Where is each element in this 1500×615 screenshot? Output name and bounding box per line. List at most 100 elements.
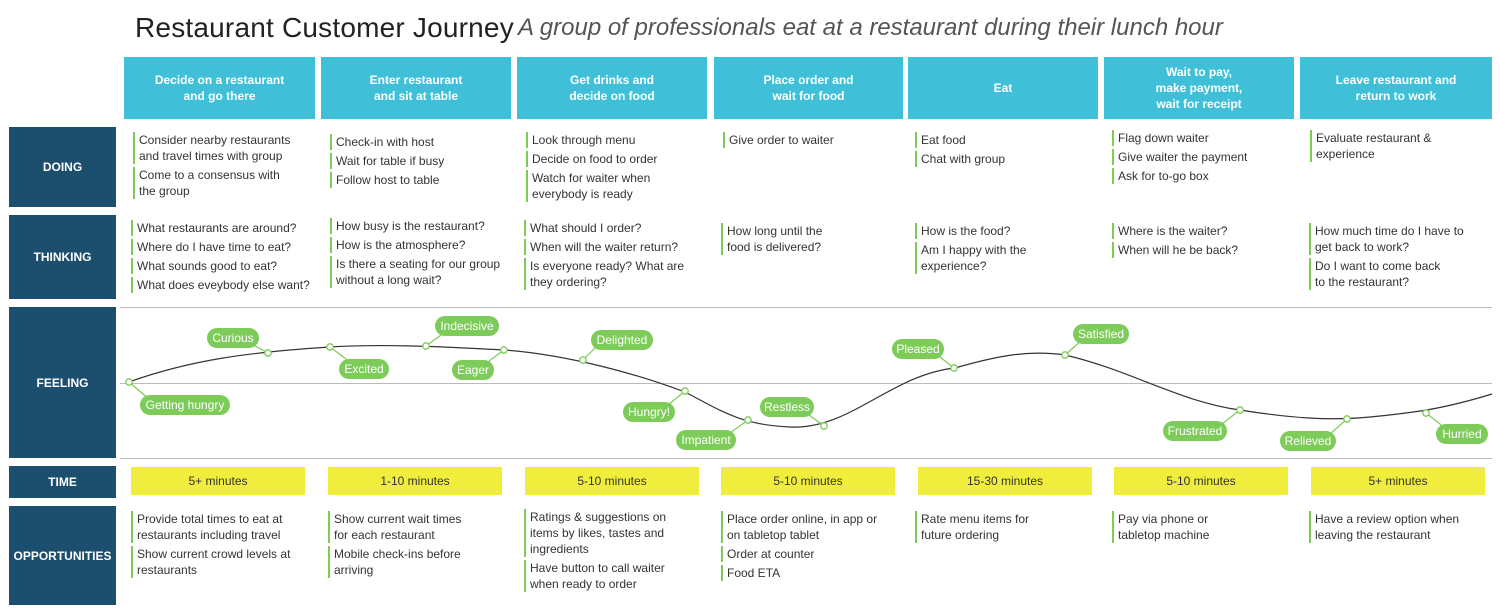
thinking-cell: How much time do I have to get back to w… xyxy=(1309,223,1497,293)
stage-header: Eat xyxy=(908,57,1098,119)
feeling-label: Excited xyxy=(344,362,383,376)
row-label-opportunities: OPPORTUNITIES xyxy=(9,506,116,605)
list-item: What does eveybody else want? xyxy=(131,277,319,293)
feeling-pill: Eager xyxy=(452,360,494,380)
divider xyxy=(120,307,1492,308)
list-item: Follow host to table xyxy=(330,172,515,188)
list-item: Have a review option when leaving the re… xyxy=(1309,511,1497,543)
feeling-label: Hungry! xyxy=(628,405,670,419)
feeling-label: Getting hungry xyxy=(146,398,225,412)
thinking-cell: How long until the food is delivered? xyxy=(721,223,909,258)
time-badge: 5+ minutes xyxy=(131,467,305,495)
feeling-point xyxy=(744,416,752,424)
feeling-point xyxy=(1061,351,1069,359)
list-item: When will he be back? xyxy=(1112,242,1300,258)
doing-cell: Give order to waiter xyxy=(723,132,908,151)
feeling-pill: Getting hungry xyxy=(140,395,230,415)
list-item: When will the waiter return? xyxy=(524,239,712,255)
feeling-label: Indecisive xyxy=(440,319,494,333)
feeling-label: Delighted xyxy=(597,333,648,347)
opportunities-cell: Pay via phone or tabletop machine xyxy=(1112,511,1300,546)
feeling-pill: Impatient xyxy=(676,430,736,450)
list-item: Where do I have time to eat? xyxy=(131,239,319,255)
feeling-pill: Relieved xyxy=(1280,431,1336,451)
feeling-pill: Indecisive xyxy=(435,316,499,336)
page-subtitle: A group of professionals eat at a restau… xyxy=(518,14,1223,41)
feeling-label: Eager xyxy=(457,363,489,377)
doing-cell: Check-in with host Wait for table if bus… xyxy=(330,134,515,191)
feeling-pill: Restless xyxy=(760,397,814,417)
list-item: Flag down waiter xyxy=(1112,130,1297,146)
list-item: Wait for table if busy xyxy=(330,153,515,169)
time-badge: 1-10 minutes xyxy=(328,467,502,495)
feeling-label: Curious xyxy=(212,331,253,345)
feeling-point xyxy=(125,378,133,386)
list-item: How busy is the restaurant? xyxy=(330,218,518,234)
list-item: Chat with group xyxy=(915,151,1100,167)
stage-header: Place order and wait for food xyxy=(714,57,903,119)
feeling-point xyxy=(820,422,828,430)
list-item: Decide on food to order xyxy=(526,151,711,167)
doing-cell: Evaluate restaurant & experience xyxy=(1310,130,1495,165)
thinking-cell: Where is the waiter? When will he be bac… xyxy=(1112,223,1300,261)
list-item: Give waiter the payment xyxy=(1112,149,1297,165)
feeling-point xyxy=(500,346,508,354)
list-item: Show current crowd levels at restaurants xyxy=(131,546,319,578)
list-item: Come to a consensus with the group xyxy=(133,167,318,199)
list-item: Food ETA xyxy=(721,565,909,581)
list-item: How is the food? xyxy=(915,223,1103,239)
list-item: Is everyone ready? What are they orderin… xyxy=(524,258,712,290)
thinking-cell: What restaurants are around? Where do I … xyxy=(131,220,319,296)
list-item: What should I order? xyxy=(524,220,712,236)
time-badge: 5-10 minutes xyxy=(721,467,895,495)
feeling-point xyxy=(326,343,334,351)
doing-cell: Consider nearby restaurants and travel t… xyxy=(133,132,318,202)
list-item: How is the atmosphere? xyxy=(330,237,518,253)
opportunities-cell: Show current wait times for each restaur… xyxy=(328,511,516,581)
stage-header: Get drinks and decide on food xyxy=(517,57,707,119)
row-label-doing: DOING xyxy=(9,127,116,207)
list-item: What restaurants are around? xyxy=(131,220,319,236)
list-item: Check-in with host xyxy=(330,134,515,150)
feeling-pill: Curious xyxy=(207,328,259,348)
opportunities-cell: Ratings & suggestions on items by likes,… xyxy=(524,509,712,595)
feeling-pill: Pleased xyxy=(892,339,944,359)
row-label-time: TIME xyxy=(9,466,116,498)
list-item: Do I want to come back to the restaurant… xyxy=(1309,258,1497,290)
list-item: Is there a seating for our group without… xyxy=(330,256,518,288)
feeling-pill: Hurried xyxy=(1436,424,1488,444)
feeling-point xyxy=(264,349,272,357)
list-item: Ratings & suggestions on items by likes,… xyxy=(524,509,712,557)
list-item: Rate menu items for future ordering xyxy=(915,511,1103,543)
list-item: Mobile check-ins before arriving xyxy=(328,546,516,578)
list-item: Eat food xyxy=(915,132,1100,148)
feeling-pill: Frustrated xyxy=(1163,421,1227,441)
feeling-pill: Hungry! xyxy=(623,402,675,422)
time-badge: 5-10 minutes xyxy=(1114,467,1288,495)
stage-header: Wait to pay, make payment, wait for rece… xyxy=(1104,57,1294,119)
list-item: Where is the waiter? xyxy=(1112,223,1300,239)
stage-header: Enter restaurant and sit at table xyxy=(321,57,511,119)
list-item: Consider nearby restaurants and travel t… xyxy=(133,132,318,164)
feeling-label: Pleased xyxy=(896,342,939,356)
feeling-label: Satisfied xyxy=(1078,327,1124,341)
feeling-point xyxy=(681,387,689,395)
list-item: How much time do I have to get back to w… xyxy=(1309,223,1497,255)
list-item: Show current wait times for each restaur… xyxy=(328,511,516,543)
feeling-pill: Excited xyxy=(339,359,389,379)
feeling-label: Hurried xyxy=(1442,427,1481,441)
feeling-pill: Satisfied xyxy=(1073,324,1129,344)
row-label-thinking: THINKING xyxy=(9,215,116,299)
opportunities-cell: Have a review option when leaving the re… xyxy=(1309,511,1497,546)
feeling-point xyxy=(1422,409,1430,417)
time-badge: 5-10 minutes xyxy=(525,467,699,495)
list-item: Evaluate restaurant & experience xyxy=(1310,130,1495,162)
list-item: Am I happy with the experience? xyxy=(915,242,1103,274)
row-label-feeling: FEELING xyxy=(9,307,116,458)
feeling-label: Restless xyxy=(764,400,810,414)
list-item: Place order online, in app or on tableto… xyxy=(721,511,909,543)
page-title: Restaurant Customer Journey xyxy=(135,12,514,43)
thinking-cell: What should I order? When will the waite… xyxy=(524,220,712,293)
feeling-label: Impatient xyxy=(681,433,731,447)
feeling-point xyxy=(422,342,430,350)
